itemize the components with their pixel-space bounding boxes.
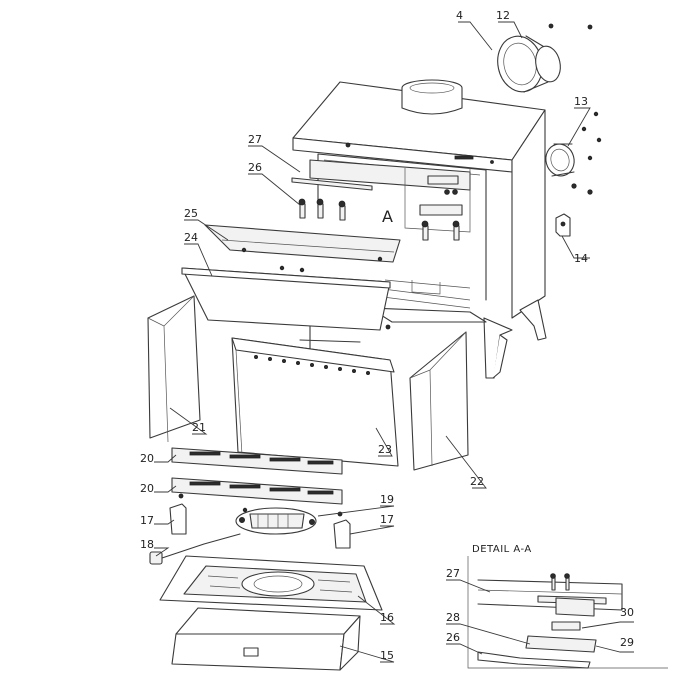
stove-body [292, 79, 547, 379]
bolts-part-26 [298, 198, 460, 241]
label-part-17-right: 17 [380, 513, 394, 526]
label-part-20-upper: 20 [140, 452, 154, 465]
ash-pan-part-15 [171, 607, 361, 671]
label-detail-26: 26 [446, 631, 460, 644]
back-brick-part-23 [231, 337, 399, 467]
label-part-16: 16 [380, 611, 394, 624]
label-detail-28: 28 [446, 611, 460, 624]
label-part-12: 12 [496, 9, 510, 22]
grate-base-part-16 [159, 555, 383, 611]
baffle-plate-part-24 [181, 265, 391, 331]
part-labels: A DETAIL A-A 4 12 13 14 27 26 25 24 21 2… [140, 9, 634, 662]
grate-bar-part-20-lower [171, 477, 343, 505]
grate-bar-part-20-upper [171, 447, 343, 475]
leader-lines [154, 21, 634, 663]
label-part-27: 27 [248, 133, 262, 146]
label-detail-27: 27 [446, 567, 460, 580]
label-part-26: 26 [248, 161, 262, 174]
label-part-25: 25 [184, 207, 198, 220]
air-holes [253, 354, 370, 375]
plug-part-18 [149, 533, 241, 565]
side-brick-part-21 [147, 295, 201, 443]
label-detail-30: 30 [620, 606, 634, 619]
baffle-bracket-part-27 [291, 177, 373, 191]
label-part-13: 13 [574, 95, 588, 108]
flue-ring-part-12 [497, 35, 561, 93]
label-part-14: 14 [574, 252, 588, 265]
label-part-24: 24 [184, 231, 198, 244]
label-part-23: 23 [378, 443, 392, 456]
label-part-19: 19 [380, 493, 394, 506]
label-part-17-left: 17 [140, 514, 154, 527]
label-part-4: 4 [456, 9, 463, 22]
small-screws [548, 23, 602, 195]
flue-adaptor-part-13 [545, 143, 575, 177]
side-brick-part-22 [409, 331, 469, 471]
bracket-part-14 [555, 213, 571, 237]
section-marker: A [382, 207, 393, 226]
detail-title: DETAIL A-A [472, 544, 532, 555]
bracket-part-17-left [169, 493, 187, 535]
label-part-15: 15 [380, 649, 394, 662]
label-part-22: 22 [470, 475, 484, 488]
riddling-grate-part-19 [235, 507, 317, 535]
bracket-part-17-right [333, 511, 351, 549]
detail-a-a [467, 556, 668, 669]
label-part-18: 18 [140, 538, 154, 551]
label-part-20-lower: 20 [140, 482, 154, 495]
label-detail-29: 29 [620, 636, 634, 649]
baffle-plate-part-25 [204, 224, 401, 263]
label-part-21: 21 [192, 421, 206, 434]
